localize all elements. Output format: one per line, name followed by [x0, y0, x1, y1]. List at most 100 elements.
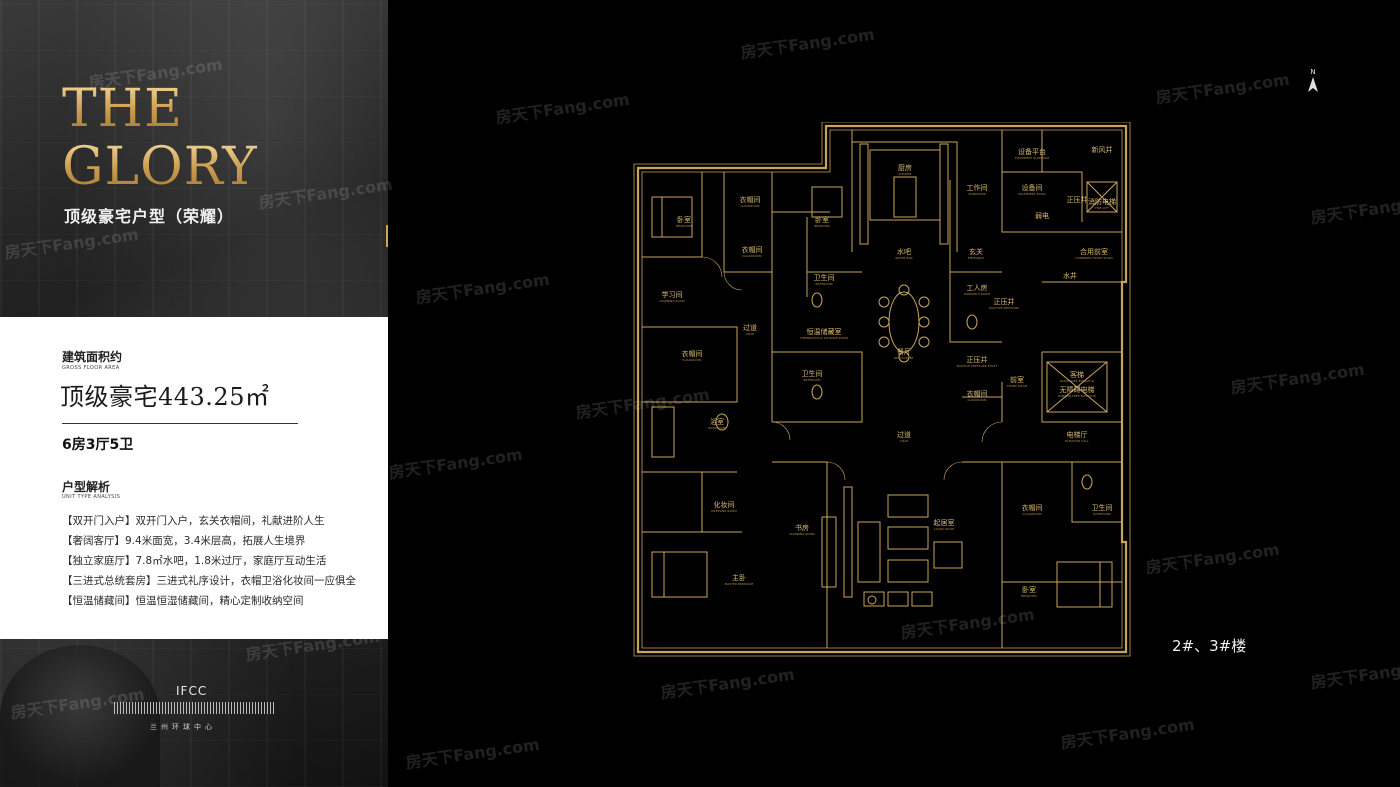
room-label-en-bedroom2: BEDROOM [814, 224, 830, 228]
building-label: 2#、3#楼 [1172, 637, 1247, 655]
room-label-bath2: 卫生间 [802, 369, 823, 378]
watermark: 房天下Fang.com [1309, 189, 1400, 228]
room-label-pressure-shaft3: 正压井 [967, 355, 988, 364]
room-label-weak-current: 弱电 [1035, 211, 1049, 220]
room-label-en-guest-lift: PASSENGER ELEVATOR [1060, 379, 1094, 383]
room-label-common-lobby: 合用前室 [1080, 247, 1108, 256]
room-label-guest-lift: 客梯 [1070, 370, 1084, 379]
room-label-water-bar: 水吧 [897, 247, 911, 256]
watermark: 房天下Fang.com [659, 664, 796, 703]
room-label-en-worker-room: WORKER'S ROOM [964, 292, 990, 296]
room-label-en-study: LEARNING ROOM [659, 299, 685, 303]
room-label-dressing: 化妆间 [714, 500, 735, 509]
room-label-en-bedroom3: BEDROOM [1021, 594, 1037, 598]
room-label-closet5: 衣帽间 [1022, 503, 1043, 512]
watermark: 房天下Fang.com [1229, 359, 1366, 398]
unit-subtitle: 顶级豪宅户型（荣耀） [64, 207, 235, 226]
room-label-barrier-free-lift: 无障碍电梯 [1060, 385, 1095, 394]
room-label-fresh-air: 新风井 [1092, 145, 1113, 154]
area-value: 顶级豪宅443.25㎡ [60, 383, 270, 411]
feature-item: 【奢阔客厅】9.4米面宽，3.4米层高，拓展人生境界 [62, 535, 306, 547]
info-card: 建筑面积约 GROSS FLOOR AREA 顶级豪宅443.25㎡ 6房3厅5… [0, 317, 388, 639]
room-label-en-water-bar: WATER BAR [895, 256, 912, 260]
ifcc-logo: IFCC [176, 684, 208, 698]
room-label-bedroom2: 卧室 [815, 215, 829, 224]
room-label-worker-room: 工人房 [967, 283, 988, 292]
room-label-en-equipment-room: EQUIPMENT ROOM [1018, 192, 1046, 196]
room-label-corridor2: 过道 [897, 430, 911, 439]
room-label-kitchen: 厨房 [898, 163, 912, 172]
analysis-label-en: UNIT TYPE ANALYSIS [62, 494, 121, 500]
room-label-equipment-room: 设备间 [1022, 183, 1043, 192]
room-label-en-bedroom1: BEDROOM [676, 224, 692, 228]
area-label-en: GROSS FLOOR AREA [62, 365, 120, 371]
watermark: 房天下Fang.com [404, 734, 541, 773]
room-label-closet2: 衣帽间 [742, 245, 763, 254]
room-label-en-kitchen: KITCHEN [899, 172, 912, 176]
room-label-en-dressing: DRESSING ROOM [711, 509, 737, 513]
room-label-closet4: 衣帽间 [967, 389, 988, 398]
gold-accent-bar [386, 225, 388, 247]
room-label-front-room: 前室 [1010, 375, 1024, 384]
room-label-en-pressure-shaft3: POSITIVE PRESSURE SHAFT [957, 364, 998, 368]
room-label-bath1: 卫生间 [814, 273, 835, 282]
room-label-dining: 餐厅 [897, 347, 911, 356]
watermark: 房天下Fang.com [1059, 714, 1196, 753]
room-label-pressure-shaft1: 正压井 [1067, 195, 1088, 204]
card-divider [62, 423, 298, 424]
room-label-en-dining: RESTAURANT [894, 356, 914, 360]
room-label-en-corridor2: AISLE [900, 439, 908, 443]
watermark: 房天下Fang.com [1144, 539, 1281, 578]
watermark: 房天下Fang.com [739, 24, 876, 63]
feature-item: 【恒温储藏间】恒温恒湿储藏间，精心定制收纳空间 [62, 595, 304, 607]
feature-item: 【双开门入户】双开门入户，玄关衣帽间，礼献进阶人生 [62, 515, 325, 527]
room-label-en-bathtub-room: BATHROOM [709, 426, 726, 430]
room-label-en-bath1: BATHROOM [816, 282, 833, 286]
feature-list: 【双开门入户】双开门入户，玄关衣帽间，礼献进阶人生 【奢阔客厅】9.4米面宽，3… [62, 511, 356, 611]
room-label-fire-lift: 消防电梯 [1088, 197, 1116, 206]
title-line-1: THE [62, 79, 183, 139]
background-chair-shape [0, 645, 160, 787]
ifcc-subtitle: 兰州环球中心 [150, 723, 216, 731]
room-label-en-study2: LEARNING ROOM [789, 532, 815, 536]
room-label-closet3: 衣帽间 [682, 349, 703, 358]
north-arrow-icon: N [1308, 68, 1318, 92]
north-label: N [1310, 68, 1315, 76]
room-label-en-barrier-free-lift: BARRIER-FREE ELEVATOR [1058, 394, 1096, 398]
room-label-bath3: 卫生间 [1092, 503, 1113, 512]
analysis-label: 户型解析 [62, 480, 111, 494]
room-label-en-master: MASTER BEDROOM [725, 582, 754, 586]
room-label-en-tool-room: WORKSHOP [968, 192, 986, 196]
watermark: 房天下Fang.com [1154, 69, 1291, 108]
watermark: 房天下Fang.com [414, 269, 551, 308]
watermark: 房天下Fang.com [1309, 654, 1400, 693]
room-label-en-common-lobby: COMBINED FRONT ROOM [1075, 256, 1113, 260]
area-label: 建筑面积约 [62, 350, 123, 364]
floor-plan-drawing: 卧室BEDROOM衣帽间CLOAKROOM卧室BEDROOM厨房KITCHEN设… [633, 122, 1131, 657]
room-label-en-closet1: CLOAKROOM [741, 204, 760, 208]
room-label-en-pressure-shaft2: POSITIVE PRESSURE [989, 306, 1019, 310]
room-label-elevator-hall: 电梯厅 [1067, 430, 1088, 439]
room-label-study: 学习间 [662, 290, 683, 299]
room-label-foyer: 玄关 [969, 247, 983, 256]
left-panel: THE GLORY 顶级豪宅户型（荣耀） 建筑面积约 GROSS FLOOR A… [0, 0, 388, 787]
feature-item: 【独立家庭厅】7.8㎡水吧，1.8米过厅，家庭厅互动生活 [62, 555, 327, 567]
room-label-en-closet4: CLOAKROOM [968, 398, 987, 402]
room-label-bedroom3: 卧室 [1022, 585, 1036, 594]
room-label-en-living: LIVING ROOM [934, 527, 955, 531]
room-label-pressure-shaft2: 正压井 [994, 297, 1015, 306]
room-label-corridor1: 过道 [743, 323, 757, 332]
room-label-tool-room: 工作间 [967, 183, 988, 192]
room-label-closet1: 衣帽间 [740, 195, 761, 204]
room-label-en-elevator-hall: ELEVATOR HALL [1065, 439, 1089, 443]
room-label-en-closet2: CLOAKROOM [743, 254, 762, 258]
room-label-en-bath2: BATHROOM [804, 378, 821, 382]
room-label-en-fire-lift: FIRE LIFT [1095, 206, 1109, 210]
room-label-equipment-platform: 设备平台 [1018, 147, 1046, 156]
room-label-en-equipment-platform: EQUIPMENT PLATFORM [1015, 156, 1050, 160]
room-label-en-front-room: FRONT ROOM [1007, 384, 1028, 388]
feature-item: 【三进式总统套房】三进式礼序设计，衣帽卫浴化妆间一应俱全 [62, 575, 356, 587]
title-line-2: GLORY [62, 137, 258, 197]
room-label-en-bath3: BATHROOM [1094, 512, 1111, 516]
